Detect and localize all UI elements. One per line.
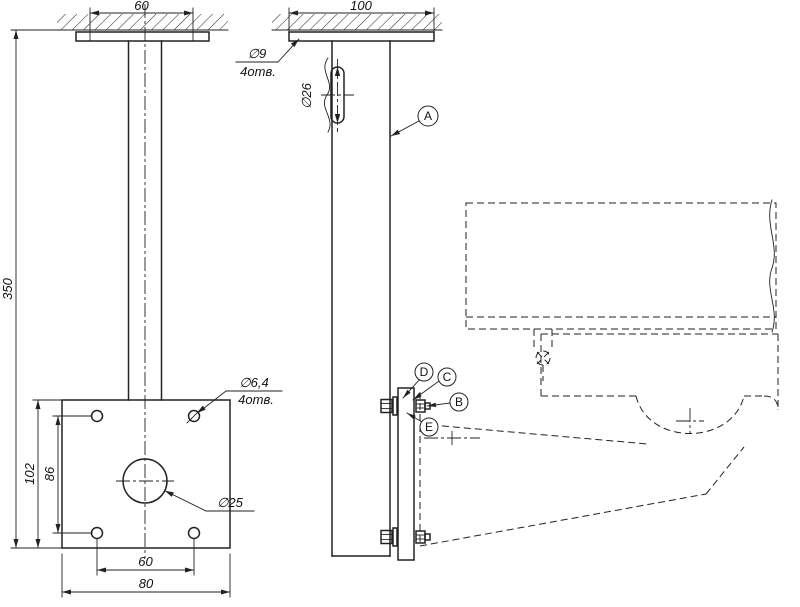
dim-flange-depth: 100 — [350, 0, 372, 13]
plate-hole-bottom-right — [187, 526, 201, 540]
callout-plate-holes-diameter: ∅6,4 — [239, 375, 268, 390]
dim-hole-spacing-vertical: 86 — [42, 466, 57, 481]
top-flange-front — [75, 31, 210, 42]
ceiling-hatch-right — [272, 14, 442, 30]
plate-hole-bottom-left — [90, 526, 104, 540]
camera-housing — [465, 202, 777, 330]
front-view-dimensions: 60 350 102 86 60 80 — [0, 0, 283, 598]
label-d: D — [420, 365, 429, 379]
label-e: E — [425, 420, 433, 434]
front-view — [56, 4, 231, 558]
lower-bolt-assembly — [380, 527, 431, 547]
label-a: A — [424, 109, 432, 123]
upper-bolt-assembly — [380, 396, 431, 416]
callout-flange-holes-diameter: ∅9 — [248, 46, 267, 61]
dim-flange-hole-spacing: 60 — [134, 0, 149, 13]
dim-hole-spacing-horizontal: 60 — [138, 554, 153, 569]
callout-center-hole-diameter: ∅25 — [217, 495, 244, 510]
top-flange-side — [288, 31, 435, 42]
mounting-plate — [397, 387, 415, 561]
dim-overall-height: 350 — [0, 277, 15, 299]
label-b: B — [455, 395, 463, 409]
housing-break-line — [769, 199, 775, 333]
callout-tube-hole-diameter: ∅26 — [299, 82, 314, 109]
base-plate — [61, 399, 231, 549]
plate-hole-top-right — [187, 409, 201, 423]
side-view-dimensions: 100 ∅9 4отв. — [235, 0, 435, 79]
label-e-balloon — [419, 417, 439, 437]
callout-plate-holes-quantity: 4отв. — [238, 392, 274, 407]
ceiling-hatch-left — [57, 14, 228, 30]
side-view: ∅26 — [271, 14, 443, 561]
part-labels: A D C B E — [390, 105, 469, 437]
label-c: C — [443, 370, 452, 384]
label-d-balloon — [414, 362, 434, 382]
label-a-balloon — [417, 105, 439, 127]
callout-flange-holes-quantity: 4отв. — [240, 64, 276, 79]
label-b-balloon — [449, 392, 469, 412]
label-c-balloon — [437, 367, 457, 387]
dim-plate-width: 80 — [139, 576, 154, 591]
plate-hole-top-left — [90, 409, 104, 423]
dim-plate-height: 102 — [22, 462, 37, 484]
camera-phantom-outline — [419, 199, 779, 547]
thumb-screw-detail — [533, 329, 553, 381]
